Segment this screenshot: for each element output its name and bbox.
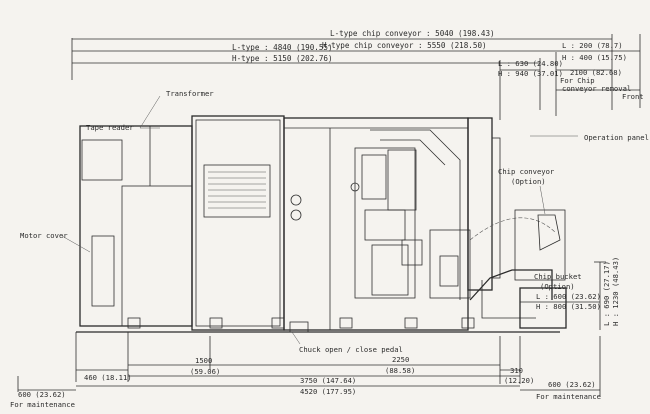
dim-h-type: H-type : 5150 (202.76) xyxy=(232,54,333,63)
bottom-dimensions xyxy=(17,332,601,396)
dim-h400: H : 400 (15.75) xyxy=(562,53,627,62)
dim-l200: L : 200 (78.7) xyxy=(562,41,623,50)
machine-outline xyxy=(76,115,567,333)
dim-2250: 2250 xyxy=(392,355,409,364)
dim-600-right: 600 (23.62) xyxy=(548,380,596,389)
dim-460: 460 (18.11) xyxy=(84,373,132,382)
maint-left: For maintenance xyxy=(10,400,75,409)
front-label: Front xyxy=(622,92,644,101)
chip-removal-text-2: conveyor removal xyxy=(562,84,631,93)
dim-l-type: L-type : 4840 (190.55) xyxy=(232,43,333,52)
chip-conveyor-option: (Option) xyxy=(511,177,546,186)
dim-4520: 4520 (177.95) xyxy=(300,387,356,396)
dim-600-left: 600 (23.62) xyxy=(18,390,66,399)
dim-h800: H : 800 (31.50) xyxy=(536,302,601,311)
chip-bucket-option: (Option) xyxy=(540,282,575,291)
tape-reader-label: Tape reader xyxy=(86,123,134,132)
chuck-pedal-label: Chuck open / close pedal xyxy=(299,345,403,354)
dim-l690: L : 690 (27.17) xyxy=(602,261,611,326)
chip-conveyor-label: Chip conveyor xyxy=(498,167,555,176)
dim-1500-in: (59.06) xyxy=(190,367,220,376)
chip-removal-text-1: For Chip xyxy=(560,76,595,85)
top-dimensions xyxy=(71,34,641,120)
dim-310: 310 xyxy=(510,366,523,375)
dim-1500: 1500 xyxy=(195,356,212,365)
dim-310-in: (12.20) xyxy=(504,376,534,385)
dim-3750: 3750 (147.64) xyxy=(300,376,356,385)
dim-l-conveyor: L-type chip conveyor : 5040 (198.43) xyxy=(330,29,495,38)
dim-h1230: H : 1230 (48.43) xyxy=(611,257,620,326)
dim-l600: L : 600 (23.62) xyxy=(536,292,601,301)
motor-cover-label: Motor cover xyxy=(20,231,68,240)
dim-l630: L : 630 (24.80) xyxy=(498,59,563,68)
vent-grille xyxy=(208,171,266,209)
dim-chip-removal: 2100 (82.68) xyxy=(570,68,622,77)
chip-bucket-label: Chip bucket xyxy=(534,272,582,281)
operation-panel-label: Operation panel xyxy=(584,133,649,142)
dim-h-conveyor: H-type chip conveyor : 5550 (218.50) xyxy=(322,41,487,50)
dim-2250-in: (88.58) xyxy=(385,366,415,375)
right-vertical-dims xyxy=(594,261,606,330)
transformer-label: Transformer xyxy=(166,89,214,98)
dim-h940: H : 940 (37.01) xyxy=(498,69,563,78)
maint-right: For maintenance xyxy=(536,392,601,401)
